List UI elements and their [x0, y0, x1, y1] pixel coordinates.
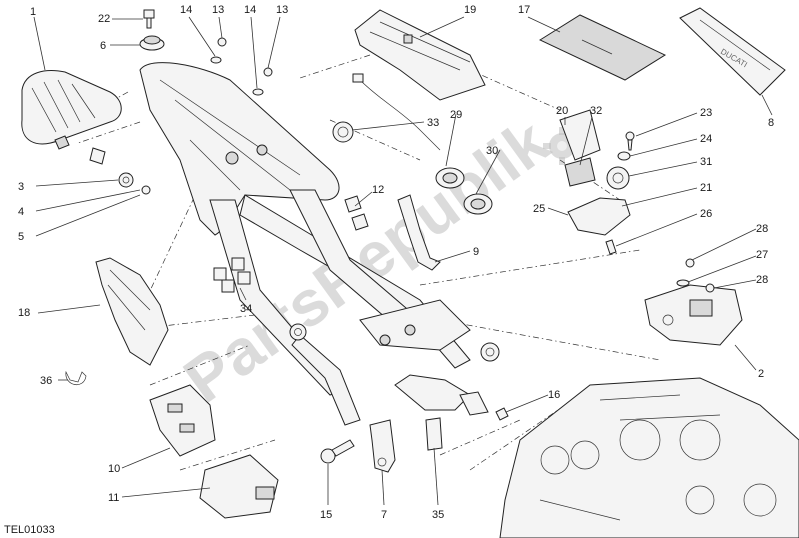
- callout-27: 27: [756, 249, 768, 261]
- side-panel-18: [95, 257, 169, 366]
- callout-14b: 14: [244, 4, 256, 16]
- callout-9: 9: [473, 246, 479, 258]
- bracket-9: [397, 194, 441, 271]
- callout-36: 36: [40, 375, 52, 387]
- callout-28a: 28: [756, 223, 768, 235]
- rear-subframe: [139, 62, 500, 426]
- light-hardware: [89, 147, 151, 195]
- document-pouch-17: [538, 14, 667, 81]
- socket-29: [352, 73, 465, 189]
- ring-nut-33: [332, 121, 354, 143]
- callout-10: 10: [108, 463, 120, 475]
- callout-14a: 14: [180, 4, 192, 16]
- callout-22: 22: [98, 13, 110, 25]
- callout-3: 3: [18, 181, 24, 193]
- callout-20: 20: [556, 105, 568, 117]
- grommet-6: [139, 35, 165, 51]
- callout-13a: 13: [212, 4, 224, 16]
- bag-10: [149, 384, 216, 457]
- callout-6: 6: [100, 40, 106, 52]
- hardware-27-28: [676, 258, 715, 293]
- callout-11: 11: [108, 492, 119, 504]
- callout-24: 24: [700, 133, 712, 145]
- callout-1: 1: [30, 6, 36, 18]
- callout-labels: 1 2 3 4 5 6 7 8 9 10 11 12 13 13 14 14 1…: [18, 4, 774, 521]
- cover-19: [354, 9, 486, 101]
- callout-25: 25: [533, 203, 545, 215]
- callout-29: 29: [450, 109, 462, 121]
- bracket-2: [644, 284, 743, 346]
- stickers-34: [213, 257, 251, 293]
- tail-light: [21, 70, 122, 150]
- bracket-20-32: [559, 109, 601, 187]
- callout-13b: 13: [276, 4, 288, 16]
- screw-26: [605, 239, 617, 255]
- screw-23: [625, 131, 635, 151]
- callout-2: 2: [758, 368, 764, 380]
- plate-21: [567, 197, 631, 236]
- callout-8: 8: [768, 117, 774, 129]
- label-35: [425, 417, 443, 451]
- callout-15: 15: [320, 509, 332, 521]
- clip-16: [495, 407, 509, 421]
- callout-21: 21: [700, 182, 712, 194]
- callout-12: 12: [372, 184, 384, 196]
- callout-33: 33: [427, 117, 439, 129]
- callout-4: 4: [18, 206, 24, 218]
- callout-17: 17: [518, 4, 530, 16]
- cap-30: [463, 193, 493, 215]
- engine-head: [499, 377, 799, 538]
- callout-34: 34: [240, 303, 252, 315]
- callout-19: 19: [464, 4, 476, 16]
- bolt-22: [143, 9, 155, 29]
- bracket-7: [369, 419, 396, 473]
- gear-31: [606, 166, 630, 190]
- callout-30: 30: [486, 145, 498, 157]
- callout-35: 35: [432, 509, 444, 521]
- spacer-24: [617, 151, 631, 161]
- cover-8: DUCATI: [679, 7, 786, 96]
- reference-code: TEL01033: [4, 524, 55, 536]
- callout-32: 32: [590, 105, 602, 117]
- callout-18: 18: [18, 307, 30, 319]
- callout-5: 5: [18, 231, 24, 243]
- clip-36: [65, 370, 87, 385]
- leader-lines: [33, 16, 773, 506]
- case-11: [199, 454, 279, 519]
- callout-26: 26: [700, 208, 712, 220]
- callout-7: 7: [381, 509, 387, 521]
- stickers-12: [344, 195, 369, 231]
- bolt-15: [320, 439, 355, 464]
- callout-16: 16: [548, 389, 560, 401]
- callout-31: 31: [700, 156, 712, 168]
- callout-23: 23: [700, 107, 712, 119]
- callout-28b: 28: [756, 274, 768, 286]
